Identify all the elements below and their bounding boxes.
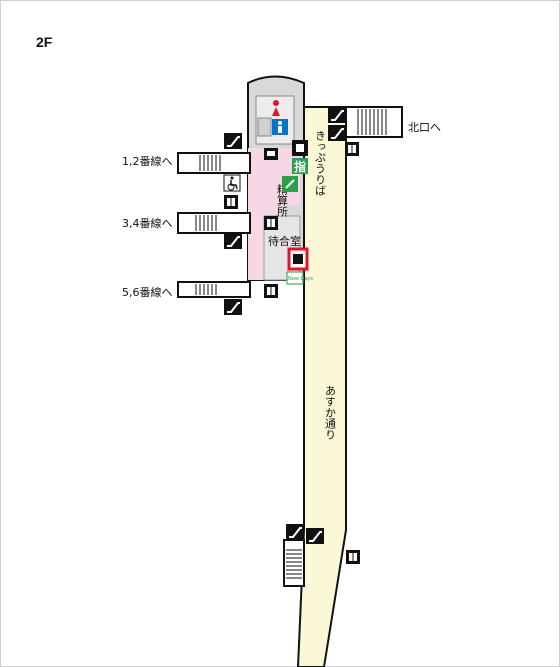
coin-locker-icon [287,247,309,271]
ticket-office-icon [292,140,308,156]
diaper-changing-icon [257,117,272,137]
elevator-icon [346,550,360,564]
newdays-label: New Days [288,276,313,282]
escalator-icon [224,299,242,315]
elevator-icon [224,195,238,209]
platform-34-label: 3,4番線へ [122,216,173,230]
escalator-icon [286,524,304,540]
reserved-seat-icon: 指 [292,158,308,174]
elevator-icon [345,142,359,156]
platform-12-stairs [177,152,251,174]
newdays-shop-icon: New Days [286,271,313,285]
escalator-icon [328,125,346,141]
asuka-street-label: あすか通り [324,385,337,440]
waiting-room-label: 待合室 [268,234,301,248]
green-window-icon [282,176,298,192]
reserved-seat-mark: 指 [294,159,306,174]
toilet-women-icon [272,100,280,116]
ticket-office-label: きっぷうりば [314,130,327,196]
platform-34-stairs [177,212,251,234]
elevator-icon [264,216,278,230]
fare-adjustment-label: 精算所 [276,184,289,218]
floor-label: 2F [36,34,53,50]
wheelchair-icon [223,174,241,192]
escalator-icon [224,133,242,149]
north-exit-label: 北口へ [408,121,441,134]
toilet-men-icon [272,119,288,135]
platform-12-label: 1,2番線へ [122,154,173,168]
elevator-icon [264,284,278,298]
escalator-icon [306,528,324,544]
south-stairs [283,539,305,587]
north-exit-stairs [345,106,403,138]
escalator-icon [328,107,346,123]
ticket-machine-icon [264,148,278,160]
platform-56-label: 5,6番線へ [122,285,173,299]
platform-56-stairs [177,281,251,298]
escalator-icon [224,233,242,249]
